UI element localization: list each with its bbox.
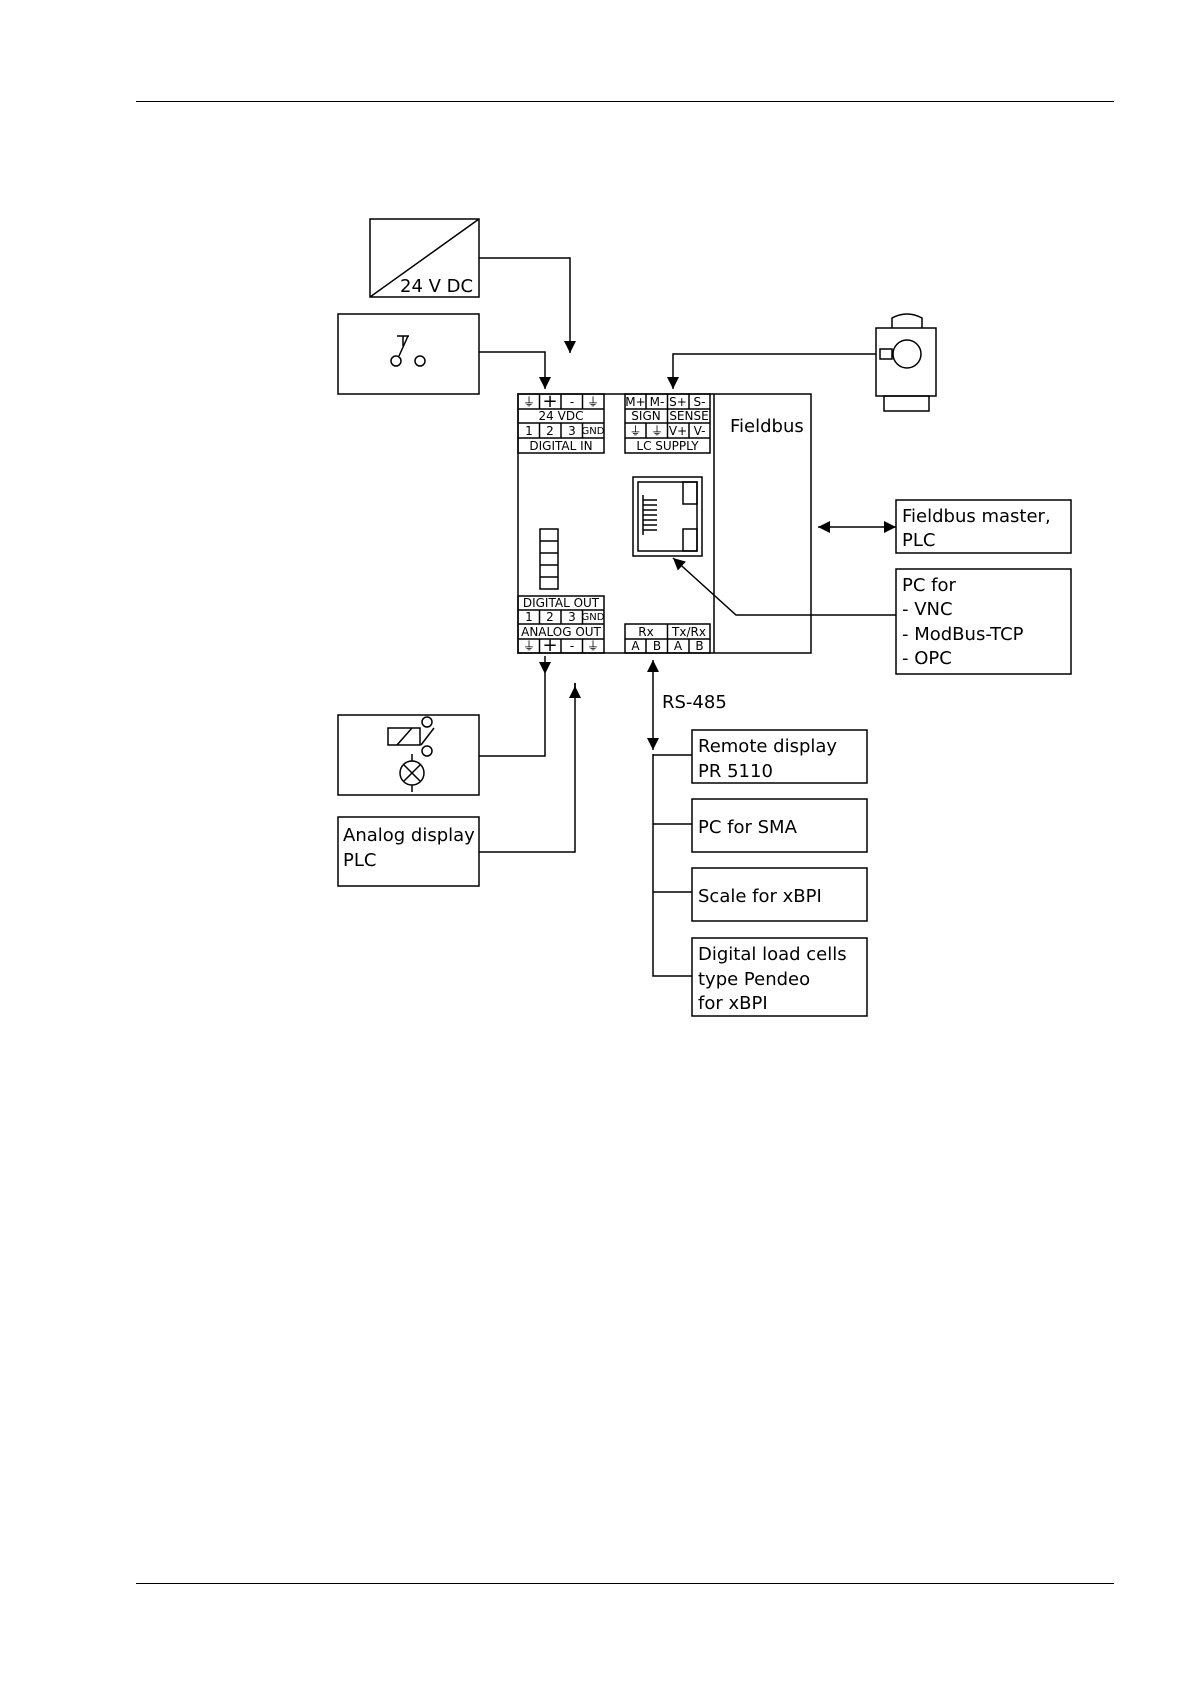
terminal-pin: M+ — [625, 395, 645, 409]
analog-display-line: Analog display — [343, 825, 475, 846]
terminal-pin: ⏚ — [629, 424, 641, 438]
push-button-switch-icon — [390, 335, 426, 367]
relay-box — [337, 714, 480, 796]
pc-sma-line: PC for SMA — [698, 817, 798, 838]
terminal-pin: M- — [650, 395, 665, 409]
terminal-group: Tx/Rx — [671, 625, 706, 639]
terminal-name: 24 VDC — [539, 409, 584, 423]
fieldbus-label: Fieldbus — [730, 416, 804, 437]
terminal-group: SENSE — [669, 409, 708, 423]
ethernet-port-icon — [632, 476, 703, 557]
analog-display-line: PLC — [343, 850, 376, 871]
remote-display-box — [691, 729, 868, 784]
terminal-block-sign-sense — [624, 393, 711, 454]
terminal-pin: 2 — [546, 610, 554, 624]
power-supply-label: 24 V DC — [400, 276, 473, 297]
terminal-pin: - — [570, 395, 574, 409]
terminal-pin: V- — [694, 424, 706, 438]
terminal-pin: 2 — [546, 424, 554, 438]
switch-wire — [479, 351, 551, 389]
terminal-pin: A — [674, 639, 683, 653]
pc-for-line: - ModBus-TCP — [902, 624, 1024, 645]
header-rule — [136, 101, 1114, 102]
terminal-group: SIGN — [631, 409, 660, 423]
relay-lamp-icon — [387, 716, 435, 792]
terminal-pin: + — [542, 391, 557, 412]
terminal-pin: ⏚ — [523, 395, 535, 409]
dc-power-supply-icon — [369, 218, 480, 298]
terminal-block-rs485 — [624, 623, 711, 654]
terminal-pin: B — [695, 639, 703, 653]
terminal-name: DIGITAL IN — [529, 439, 592, 453]
terminal-pin: 3 — [568, 424, 576, 438]
rs485-bus — [652, 754, 692, 977]
pc-box — [895, 568, 1072, 675]
ethernet-wire — [672, 557, 896, 616]
digital-load-cells-line: Digital load cells — [698, 944, 847, 965]
terminal-pin: 1 — [525, 610, 533, 624]
status-led-bar-icon — [539, 528, 559, 590]
terminal-pin: S+ — [669, 395, 687, 409]
terminal-pin: ⏚ — [587, 639, 599, 653]
terminal-pin: + — [542, 635, 557, 656]
terminal-pin: ⏚ — [651, 424, 663, 438]
scale-xbpi-line: Scale for xBPI — [698, 886, 822, 907]
terminal-group: Rx — [638, 625, 653, 639]
terminal-pin: S- — [694, 395, 706, 409]
digital-load-cells-line: type Pendeo — [698, 969, 810, 990]
pc-sma-box — [691, 798, 868, 853]
terminal-name: ANALOG OUT — [521, 625, 601, 639]
scale-xbpi-box — [691, 867, 868, 922]
power-supply-wire — [479, 257, 576, 353]
terminal-pin: V+ — [669, 424, 687, 438]
terminal-pin: 1 — [525, 424, 533, 438]
terminal-pin: - — [570, 639, 574, 653]
switch-box — [337, 313, 480, 395]
terminal-pin: B — [653, 639, 661, 653]
load-cell-wire — [667, 353, 876, 389]
terminal-name: DIGITAL OUT — [523, 596, 600, 610]
terminal-pin: GND — [582, 612, 605, 623]
terminal-block-outputs — [517, 595, 605, 654]
terminal-block-24vdc — [517, 393, 605, 454]
digital-load-cells-line: for xBPI — [698, 993, 768, 1014]
terminal-name: LC SUPPLY — [636, 439, 699, 453]
analog-wire — [479, 683, 576, 853]
digital-load-cells-box — [691, 937, 868, 1017]
rs485-label: RS-485 — [662, 692, 727, 713]
terminal-pin: 3 — [568, 610, 576, 624]
footer-rule — [136, 1583, 1114, 1584]
terminal-pin: A — [631, 639, 640, 653]
fieldbus-master-line: Fieldbus master, — [902, 506, 1051, 527]
terminal-pin: ⏚ — [587, 395, 599, 409]
pc-for-line: PC for — [902, 575, 956, 596]
pc-for-line: - VNC — [902, 599, 953, 620]
fieldbus-master-line: PLC — [902, 530, 935, 551]
load-cell-icon — [875, 313, 937, 412]
pc-for-line: - OPC — [902, 648, 952, 669]
terminal-pin: GND — [582, 426, 605, 437]
remote-display-line: PR 5110 — [698, 761, 773, 782]
relay-wire — [479, 674, 546, 757]
remote-display-line: Remote display — [698, 736, 837, 757]
terminal-pin: ⏚ — [523, 639, 535, 653]
